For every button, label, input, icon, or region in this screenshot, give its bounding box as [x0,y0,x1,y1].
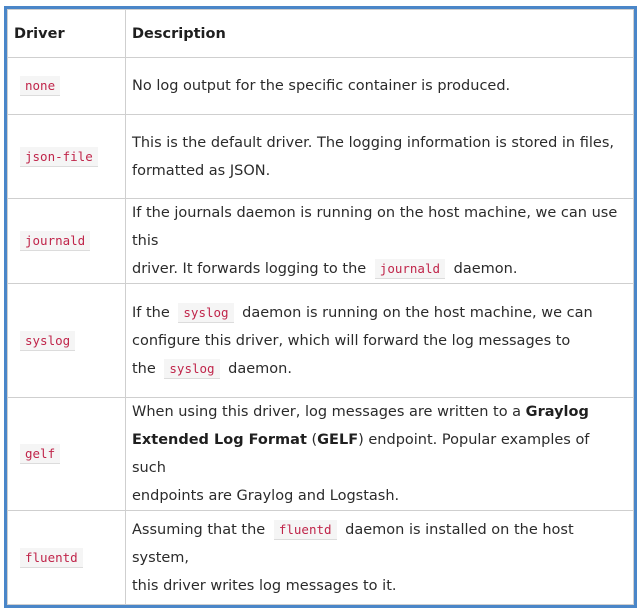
description-cell: When using this driver, log messages are… [125,397,634,511]
description-cell: This is the default driver. The logging … [125,114,634,199]
table-row: syslog If the syslog daemon is running o… [7,283,634,398]
driver-cell: json-file [7,114,126,199]
table-row: json-file This is the default driver. Th… [7,114,634,199]
description-text: formatted as JSON. [132,162,271,179]
header-driver: Driver [7,9,126,58]
description-text: This is the default driver. The logging … [132,134,614,151]
driver-code: journald [20,231,91,251]
description-text: daemon is installed on the host system, [132,521,574,566]
table-header-row: Driver Description [7,9,634,58]
description-text: If the journals daemon is running on the… [132,205,618,249]
logging-drivers-table-frame: Driver Description none No log output fo… [4,6,637,608]
description-cell: If the journals daemon is running on the… [125,198,634,284]
driver-code: gelf [20,444,61,464]
inline-code: syslog [178,302,234,323]
driver-code: fluentd [20,547,83,568]
description-cell: No log output for the specific container… [125,57,634,115]
description-text: ( [311,432,318,448]
driver-cell: gelf [7,397,126,511]
description-cell: If the syslog daemon is running on the h… [125,283,634,398]
table-row: none No log output for the specific cont… [7,57,634,115]
description-text: this driver writes log messages to it. [132,577,397,594]
inline-code: fluentd [273,519,337,540]
bold-text: Graylog [525,404,589,420]
description-text: Assuming that the [132,521,266,538]
driver-code: none [20,76,61,96]
driver-cell: fluentd [7,510,126,605]
table-row: gelf When using this driver, log message… [7,397,634,511]
description-text: When using this driver, log messages are… [132,404,522,420]
description-text: No log output for the specific container… [132,78,511,94]
driver-cell: journald [7,198,126,284]
driver-code: syslog [20,330,76,351]
description-text: daemon. [228,360,292,377]
description-text: the [132,360,156,377]
inline-code: journald [374,259,446,279]
driver-code: json-file [20,146,98,167]
description-text: endpoints are Graylog and Logstash. [132,488,400,504]
description-text: If the [132,304,170,321]
description-text: daemon. [453,261,518,277]
header-description: Description [125,9,634,58]
bold-text: Extended Log Format [132,432,307,448]
description-text: configure this driver, which will forwar… [132,332,571,349]
description-text: ) endpoint. Popular examples of such [132,432,590,476]
table-row: fluentd Assuming that the fluentd daemon… [7,510,634,605]
bold-text: GELF [317,432,359,448]
driver-cell: syslog [7,283,126,398]
logging-drivers-table: Driver Description none No log output fo… [7,9,634,605]
table-row: journald If the journals daemon is runni… [7,198,634,284]
description-text: daemon is running on the host machine, w… [242,304,593,321]
description-text: driver. It forwards logging to the [132,261,367,277]
inline-code: syslog [164,358,220,379]
description-cell: Assuming that the fluentd daemon is inst… [125,510,634,605]
driver-cell: none [7,57,126,115]
